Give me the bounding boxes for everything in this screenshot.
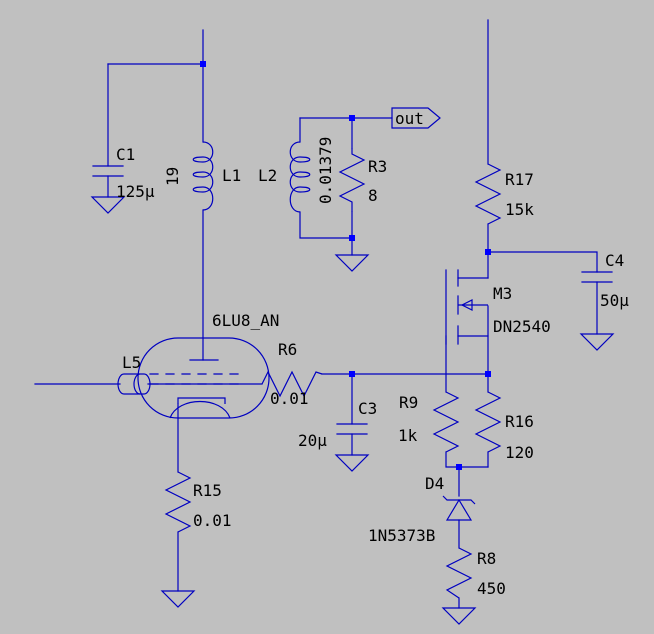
r16-ref-label: R16 bbox=[505, 412, 534, 431]
r15-ref-label: R15 bbox=[193, 481, 222, 500]
junction-dot bbox=[485, 249, 491, 255]
resistor-r3[interactable] bbox=[338, 148, 366, 212]
labels: C1 125µ L1 19 L2 0.01379 R3 8 out R17 15… bbox=[116, 109, 629, 598]
c4-ref-label: C4 bbox=[605, 251, 624, 270]
resistor-r16[interactable] bbox=[474, 391, 502, 453]
r15-value-label: 0.01 bbox=[193, 511, 232, 530]
resistor-r6[interactable] bbox=[261, 370, 323, 398]
m3-value-label: DN2540 bbox=[493, 317, 551, 336]
r6-ref-label: R6 bbox=[278, 340, 297, 359]
junction-dot bbox=[349, 371, 355, 377]
d4-ref-label: D4 bbox=[425, 474, 444, 493]
resistor-r8[interactable] bbox=[445, 547, 473, 599]
tube-6lu8[interactable] bbox=[137, 337, 270, 419]
ground-symbol bbox=[441, 607, 477, 625]
r17-ref-label: R17 bbox=[505, 170, 534, 189]
tube-value-label: 6LU8_AN bbox=[212, 311, 279, 330]
r16-value-label: 120 bbox=[505, 443, 534, 462]
l2-value-label: 0.01379 bbox=[316, 137, 335, 204]
grounds bbox=[90, 196, 615, 625]
capacitor-c3[interactable] bbox=[336, 423, 368, 435]
c3-value-label: 20µ bbox=[298, 431, 327, 450]
l1-ref-label: L1 bbox=[222, 166, 241, 185]
l1-value-label: 19 bbox=[163, 167, 182, 186]
inductor-l2[interactable] bbox=[289, 141, 311, 213]
resistor-r9[interactable] bbox=[432, 391, 460, 453]
m3-ref-label: M3 bbox=[493, 284, 512, 303]
r17-value-label: 15k bbox=[505, 200, 534, 219]
junction-dot bbox=[456, 464, 462, 470]
r9-ref-label: R9 bbox=[399, 393, 418, 412]
net-label-out[interactable] bbox=[391, 107, 441, 129]
junction-dot bbox=[349, 235, 355, 241]
r6-value-label: 0.01 bbox=[270, 389, 309, 408]
resistor-r15[interactable] bbox=[164, 471, 192, 533]
mosfet-m3[interactable] bbox=[457, 269, 488, 345]
resistor-r17[interactable] bbox=[474, 163, 502, 225]
r8-ref-label: R8 bbox=[477, 549, 496, 568]
wires bbox=[34, 19, 598, 609]
c1-ref-label: C1 bbox=[116, 145, 135, 164]
ferrite-bead-l5[interactable] bbox=[117, 373, 151, 395]
junction-dot bbox=[349, 115, 355, 121]
c3-ref-label: C3 bbox=[358, 399, 377, 418]
ground-symbol bbox=[334, 454, 370, 472]
l2-ref-label: L2 bbox=[258, 166, 277, 185]
c4-value-label: 50µ bbox=[600, 291, 629, 310]
junction-dot bbox=[485, 371, 491, 377]
d4-value-label: 1N5373B bbox=[368, 526, 435, 545]
r8-value-label: 450 bbox=[477, 579, 506, 598]
r9-value-label: 1k bbox=[398, 426, 418, 445]
ground-symbol bbox=[160, 590, 196, 608]
r3-ref-label: R3 bbox=[368, 157, 387, 176]
c1-value-label: 125µ bbox=[116, 182, 155, 201]
inductor-l1[interactable] bbox=[192, 141, 214, 211]
capacitor-c1[interactable] bbox=[92, 165, 124, 177]
net-label-out-text: out bbox=[395, 109, 424, 128]
ground-symbol bbox=[334, 254, 370, 272]
junction-dot bbox=[200, 61, 206, 67]
l5-ref-label: L5 bbox=[122, 353, 141, 372]
r3-value-label: 8 bbox=[368, 186, 378, 205]
ground-symbol bbox=[579, 333, 615, 351]
capacitor-c4[interactable] bbox=[581, 271, 613, 283]
junctions bbox=[200, 61, 491, 470]
zener-diode-d4[interactable] bbox=[442, 495, 476, 521]
ground-symbol bbox=[90, 196, 126, 214]
